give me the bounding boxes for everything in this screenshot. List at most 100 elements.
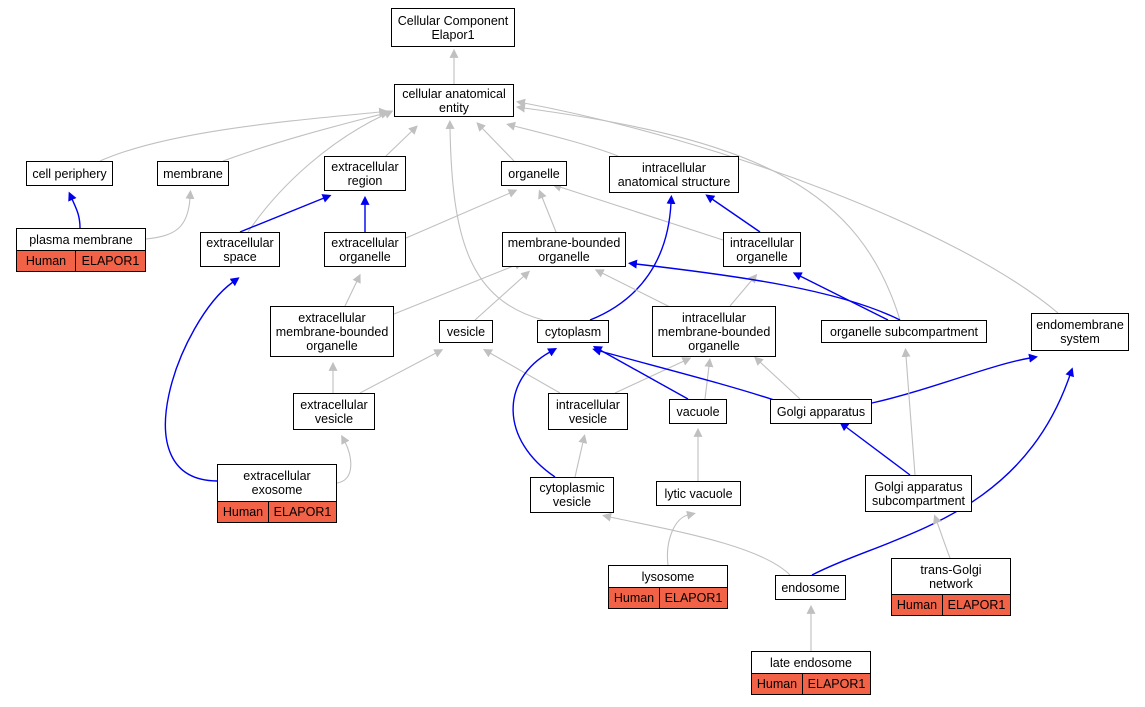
node-cellular-component[interactable]: Cellular Component Elapor1 [391, 8, 515, 47]
node-label: vesicle [446, 324, 486, 339]
edge-part-of [871, 353, 1038, 404]
node-label: Golgi apparatus [776, 404, 866, 419]
node-label: membrane [163, 166, 223, 181]
node-membrane[interactable]: membrane [157, 161, 229, 186]
node-label: extracellular exosome [243, 469, 311, 497]
node-extracellular-membrane-bounded-organelle[interactable]: extracellular membrane-bounded organelle [270, 306, 394, 357]
node-label: extracellular membrane-bounded organelle [275, 310, 389, 353]
node-cell-periphery[interactable]: cell periphery [26, 161, 113, 186]
node-label: cytoplasm [544, 324, 602, 339]
node-cytoplasm[interactable]: cytoplasm [537, 320, 609, 343]
edge-is-a [704, 357, 714, 400]
node-extracellular-vesicle[interactable]: extracellular vesicle [293, 393, 375, 430]
node-label: late endosome [769, 655, 852, 670]
node-label: extracellular space [206, 235, 274, 264]
edge-is-a [445, 119, 544, 321]
edge-part-of [627, 259, 901, 321]
edge-is-a [474, 270, 531, 321]
edge-is-a [516, 98, 1059, 314]
edge-is-a [729, 273, 758, 307]
node-trans-golgi-network[interactable]: trans-Golgi network [891, 558, 1011, 595]
node-cytoplasmic-vesicle[interactable]: cytoplasmic vesicle [530, 477, 614, 513]
edge-part-of [592, 346, 781, 403]
annotation-late-endosome: Human ELAPOR1 [751, 674, 871, 695]
edge-is-a [336, 434, 352, 484]
node-label: plasma membrane [29, 232, 133, 247]
node-organelle[interactable]: organelle [501, 161, 567, 186]
node-extracellular-region[interactable]: extracellular region [324, 156, 406, 191]
node-plasma-membrane[interactable]: plasma membrane [16, 228, 146, 251]
edge-is-a [476, 122, 515, 162]
annotation-species: Human [222, 505, 264, 519]
node-vacuole[interactable]: vacuole [669, 399, 727, 424]
node-golgi-apparatus-subcompartment[interactable]: Golgi apparatus subcompartment [865, 475, 972, 512]
node-membrane-bounded-organelle[interactable]: membrane-bounded organelle [502, 232, 626, 267]
annotation-species: Human [25, 254, 67, 268]
node-label: intracellular vesicle [556, 397, 620, 426]
node-label: intracellular membrane-bounded organelle [657, 310, 771, 353]
node-extracellular-space[interactable]: extracellular space [200, 232, 280, 267]
node-label: endosome [781, 580, 840, 595]
node-vesicle[interactable]: vesicle [439, 320, 493, 343]
edge-part-of [239, 194, 332, 233]
edge-is-a [222, 109, 390, 162]
node-late-endosome[interactable]: late endosome [751, 651, 871, 674]
annotation-gene: ELAPOR1 [942, 595, 1010, 615]
node-label: organelle subcompartment [830, 324, 978, 339]
edge-is-a [506, 121, 619, 157]
node-organelle-subcompartment[interactable]: organelle subcompartment [821, 320, 987, 343]
node-label: Golgi apparatus subcompartment [871, 479, 966, 508]
annotation-trans-golgi-network: Human ELAPOR1 [891, 595, 1011, 616]
annotation-lysosome: Human ELAPOR1 [608, 588, 728, 609]
node-intracellular-anatomical-structure[interactable]: intracellular anatomical structure [609, 156, 739, 193]
annotation-extracellular-exosome: Human ELAPOR1 [217, 502, 337, 523]
edge-part-of [589, 194, 676, 321]
node-endomembrane-system[interactable]: endomembrane system [1031, 313, 1129, 351]
node-label: vacuole [676, 404, 720, 419]
edge-part-of [164, 277, 240, 482]
annotation-gene: ELAPOR1 [75, 251, 145, 271]
node-lytic-vacuole[interactable]: lytic vacuole [656, 481, 741, 506]
edge-part-of [839, 422, 911, 476]
node-label: intracellular anatomical structure [617, 160, 731, 189]
edge-is-a [359, 349, 444, 394]
node-label: extracellular vesicle [300, 397, 368, 426]
node-label: extracellular region [331, 159, 399, 188]
edge-part-of [792, 272, 889, 321]
node-label: cellular anatomical entity [402, 86, 506, 115]
edge-is-a [145, 189, 195, 240]
annotation-plasma-membrane: Human ELAPOR1 [16, 251, 146, 272]
edge-is-a [385, 125, 418, 157]
node-endosome[interactable]: endosome [775, 575, 846, 600]
edge-is-a [538, 189, 557, 233]
node-extracellular-organelle[interactable]: extracellular organelle [324, 232, 406, 267]
node-label: lysosome [641, 569, 695, 584]
node-cellular-anatomical-entity[interactable]: cellular anatomical entity [394, 84, 514, 117]
edge-is-a [901, 347, 916, 476]
node-label: lytic vacuole [664, 486, 733, 501]
edge-is-a [99, 107, 389, 162]
edge-is-a [552, 182, 724, 241]
annotation-species: Human [896, 598, 938, 612]
annotation-gene: ELAPOR1 [659, 588, 727, 608]
node-label: endomembrane system [1036, 318, 1124, 346]
node-golgi-apparatus[interactable]: Golgi apparatus [770, 399, 872, 424]
edge-part-of [512, 348, 558, 478]
annotation-gene: ELAPOR1 [802, 674, 870, 694]
node-label: Cellular Component Elapor1 [397, 13, 509, 42]
edge-is-a [754, 356, 801, 400]
node-intracellular-organelle[interactable]: intracellular organelle [723, 232, 801, 267]
node-extracellular-exosome[interactable]: extracellular exosome [217, 464, 337, 502]
node-lysosome[interactable]: lysosome [608, 565, 728, 588]
edge-part-of [705, 194, 761, 233]
edge-is-a [933, 514, 951, 559]
node-intracellular-membrane-bounded-organelle[interactable]: intracellular membrane-bounded organelle [652, 306, 776, 357]
edge-is-a [393, 261, 524, 315]
edge-part-of [592, 346, 689, 400]
node-label: extracellular organelle [331, 235, 399, 264]
edge-is-a [344, 273, 361, 307]
node-label: membrane-bounded organelle [507, 235, 621, 264]
node-intracellular-vesicle[interactable]: intracellular vesicle [548, 393, 628, 430]
